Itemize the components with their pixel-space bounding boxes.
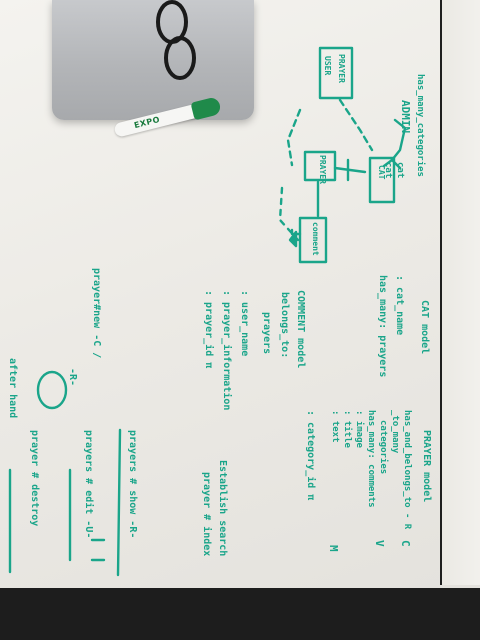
route-after-hand: after hand: [7, 358, 18, 419]
prayer-box-2: [303, 150, 337, 182]
dashed-link-2: [286, 108, 302, 167]
route-new: prayer#new -C /: [91, 268, 102, 359]
comment-box-label: comment: [311, 222, 320, 256]
route-divider-lines: [68, 428, 122, 577]
comment-model-line-1: belongs_to:: [279, 292, 290, 359]
comment-entity-box: [298, 216, 328, 264]
comment-model-line-5: : prayer_id π: [203, 290, 214, 369]
cat-label-1: cat: [395, 162, 405, 179]
admin-line: [390, 118, 407, 162]
user-box-label: USER: [323, 56, 332, 76]
has-many-categories-label: has_many_categories: [415, 74, 425, 177]
route-tick-marks: [90, 538, 106, 562]
route-establish-search: Establish search: [217, 460, 228, 557]
laptop-lid: [52, 0, 254, 120]
side-letter-c: C: [399, 540, 412, 547]
prayer-model-line-7: : text: [330, 410, 340, 443]
adjacent-whiteboard-panel: [440, 0, 480, 585]
cat-model-line-1: : cat_name: [394, 275, 405, 336]
route-edit: prayers # edit -U-: [83, 430, 94, 539]
prayer-model-line-1: has_and_belongs_to - R: [402, 410, 412, 530]
cat-entity-box: [368, 156, 396, 204]
prayer-model-line-6: : title: [342, 410, 352, 448]
prayer-model-line-3: categories: [378, 420, 388, 475]
prayer-model-line-4: has_many: comments: [366, 410, 376, 508]
comment-model-line-4: : prayer_information: [221, 290, 232, 411]
arrow-hook: [290, 228, 302, 236]
cat-model-title: CAT model: [419, 300, 430, 355]
dashed-link-1: [338, 98, 374, 152]
comment-model-title: COMMENT model: [295, 290, 306, 369]
cat-box-label: CAT: [377, 165, 386, 180]
comment-model-line-2: prayers: [261, 312, 272, 355]
prayer-box-label: PRAYER: [337, 54, 346, 83]
prayer-model-line-2: _to_many: [390, 410, 400, 454]
prayer-model-line-5: : image: [354, 410, 364, 448]
route-show: prayers # show -R-: [127, 430, 138, 539]
side-letter-m: M: [327, 545, 340, 552]
prayer-model-line-8: : category_id π: [305, 410, 316, 501]
eyeglasses: [156, 0, 196, 80]
side-letter-v: V: [373, 540, 386, 547]
prayer-cat-link: [333, 166, 367, 174]
route-circle: [36, 370, 68, 410]
admin-crowfoot: [382, 158, 402, 170]
dashed-link-3: [278, 186, 300, 242]
comment-model-line-3: : user_name: [239, 290, 250, 357]
cat-model-line-2: has_many: prayers: [377, 275, 388, 378]
route-r: -R-: [67, 368, 78, 387]
whiteboard-frame-bottom: [0, 588, 480, 640]
prayer-entity-box: [318, 46, 354, 100]
route-index: prayer # index: [201, 472, 212, 557]
prayers-box-label: PRAYER: [318, 155, 327, 184]
admin-label: ADMIN: [399, 100, 412, 134]
prayer-model-title: PRAYER model: [421, 430, 432, 503]
route-destroy: prayer # destroy: [29, 430, 40, 527]
